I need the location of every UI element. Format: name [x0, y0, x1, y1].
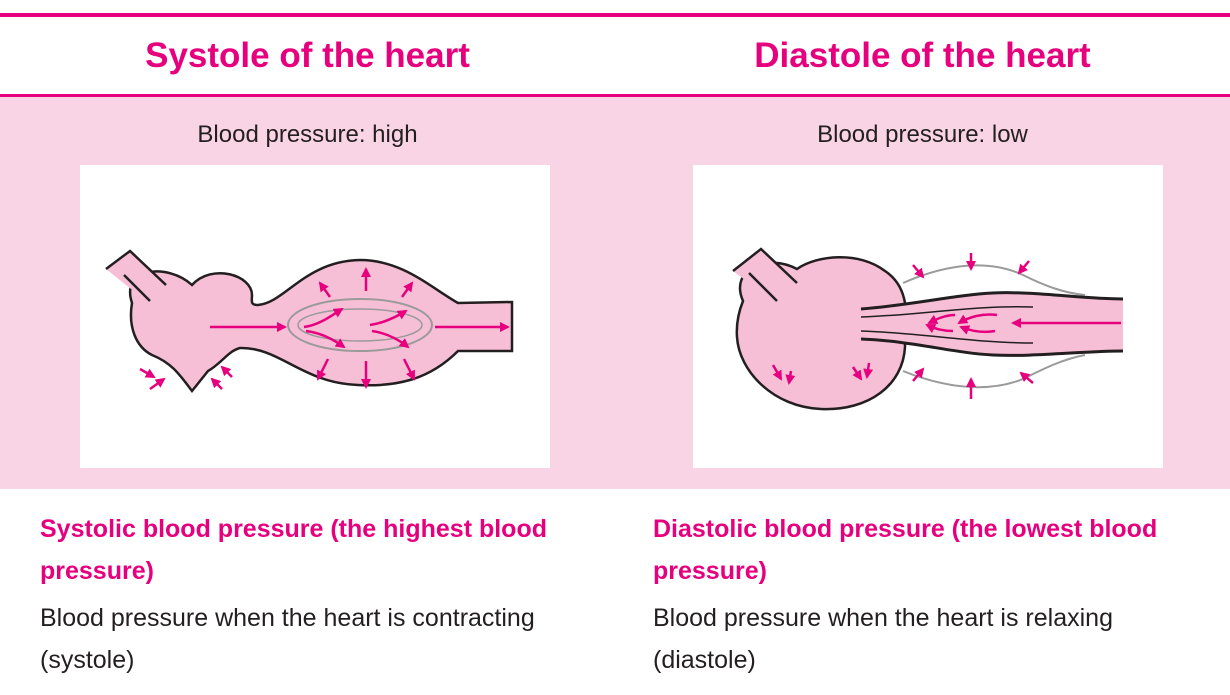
systole-title: Systole of the heart	[0, 34, 615, 78]
systole-pressure-label: Blood pressure: high	[0, 119, 615, 151]
diastolic-description: Blood pressure when the heart is relaxin…	[653, 597, 1213, 681]
diastole-illustration	[693, 165, 1163, 468]
systole-illustration	[80, 165, 550, 468]
top-rule	[0, 13, 1230, 17]
systolic-description: Blood pressure when the heart is contrac…	[40, 597, 600, 681]
diastolic-heading: Diastolic blood pressure (the lowest blo…	[653, 508, 1213, 592]
diastole-pressure-label: Blood pressure: low	[615, 119, 1230, 151]
diastole-title: Diastole of the heart	[615, 34, 1230, 78]
systolic-heading: Systolic blood pressure (the highest blo…	[40, 508, 600, 592]
